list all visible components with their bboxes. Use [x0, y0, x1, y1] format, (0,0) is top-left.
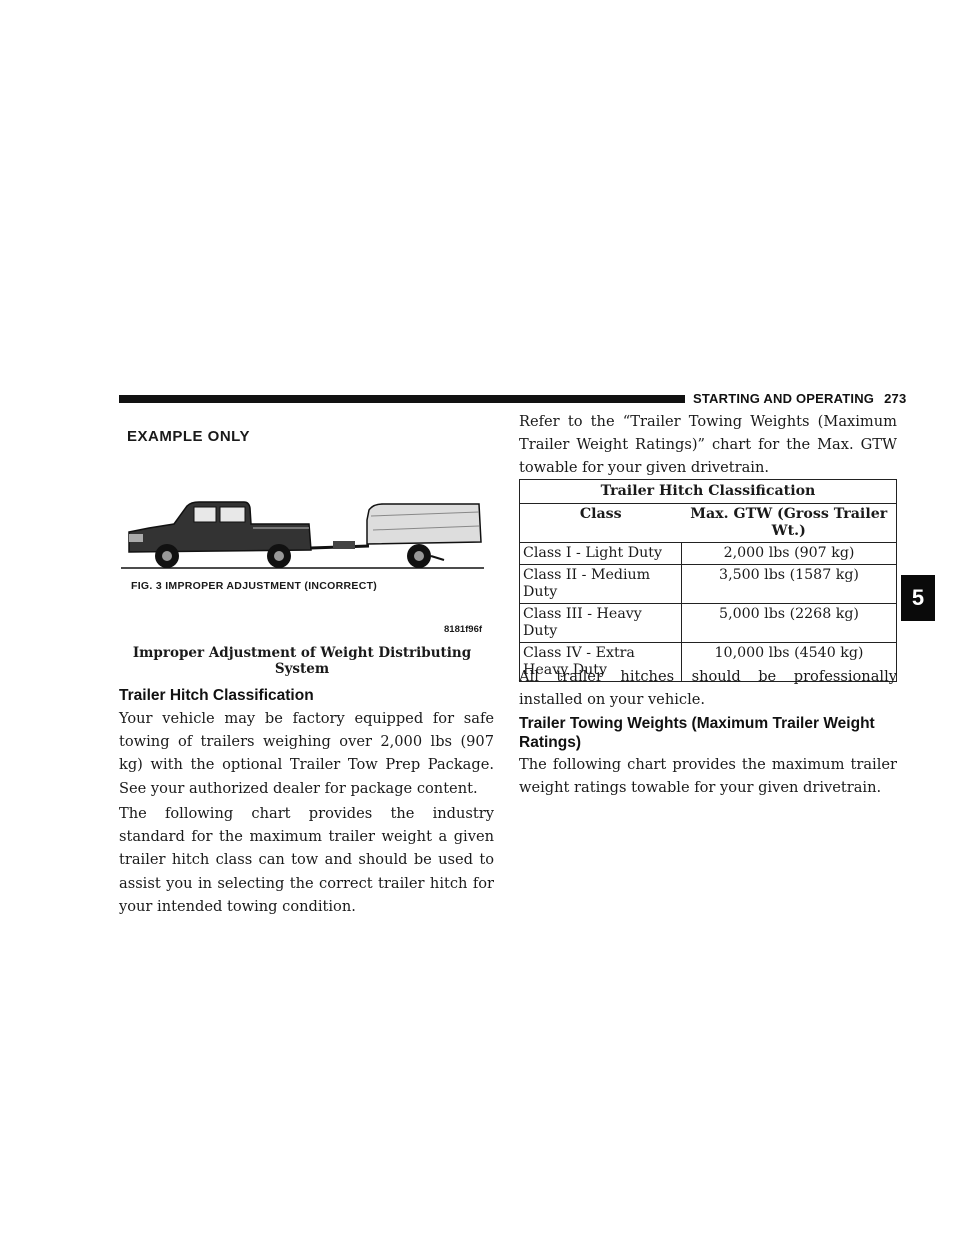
column-header-class: Class — [519, 503, 682, 543]
table-row: Class III - Heavy Duty 5,000 lbs (2268 k… — [519, 603, 897, 643]
table-row: Class IV - Extra Heavy Duty 10,000 lbs (… — [519, 642, 897, 682]
figure-illustration: EXAMPLE ONLY FIG. 3 IMPROPER ADJUSTMENT … — [119, 420, 497, 678]
cell-gtw: 2,000 lbs (907 kg) — [681, 542, 897, 565]
header-rule — [119, 395, 685, 403]
cell-gtw: 3,500 lbs (1587 kg) — [681, 564, 897, 604]
paragraph-chart-intro: The following chart provides the industr… — [119, 805, 494, 915]
table-row: Class II - Medium Duty 3,500 lbs (1587 k… — [519, 564, 897, 604]
table-row: Class I - Light Duty 2,000 lbs (907 kg) — [519, 542, 897, 565]
page-number: 273 — [884, 391, 907, 406]
cell-class: Class II - Medium Duty — [519, 564, 682, 604]
truck-trailer-illustration — [121, 501, 484, 569]
running-header: STARTING AND OPERATING 273 — [693, 391, 906, 406]
figure-label: EXAMPLE ONLY — [127, 428, 250, 445]
cell-class: Class III - Heavy Duty — [519, 603, 682, 643]
figure-code: 8181f96f — [444, 624, 483, 635]
paragraph-factory-equipped: Your vehicle may be factory equipped for… — [119, 710, 494, 797]
hitch-classification-table: Trailer Hitch Classification Class Max. … — [519, 479, 897, 682]
cell-gtw: 5,000 lbs (2268 kg) — [681, 603, 897, 643]
column-header-gtw: Max. GTW (Gross Trailer Wt.) — [681, 503, 897, 543]
cell-class: Class IV - Extra Heavy Duty — [519, 642, 682, 682]
section-tab-marker: 5 — [901, 575, 935, 621]
heading-trailer-towing-weights: Trailer Towing Weights (Maximum Trailer … — [519, 715, 875, 751]
paragraph-max-ratings: The following chart provides the maximum… — [519, 756, 897, 797]
heading-trailer-hitch-classification: Trailer Hitch Classification — [119, 687, 314, 704]
table-caption: Trailer Hitch Classification — [519, 479, 897, 504]
paragraph-refer-chart: Refer to the “Trailer Towing Weights (Ma… — [519, 413, 897, 477]
paragraph-professional-install: All trailer hitches should be profession… — [519, 668, 897, 709]
figure-title: Improper Adjustment of Weight Distributi… — [132, 645, 472, 677]
cell-gtw: 10,000 lbs (4540 kg) — [681, 642, 897, 682]
figure-caption-line: FIG. 3 IMPROPER ADJUSTMENT (INCORRECT) — [131, 580, 378, 592]
section-title: STARTING AND OPERATING — [693, 391, 875, 406]
cell-class: Class I - Light Duty — [519, 542, 682, 565]
